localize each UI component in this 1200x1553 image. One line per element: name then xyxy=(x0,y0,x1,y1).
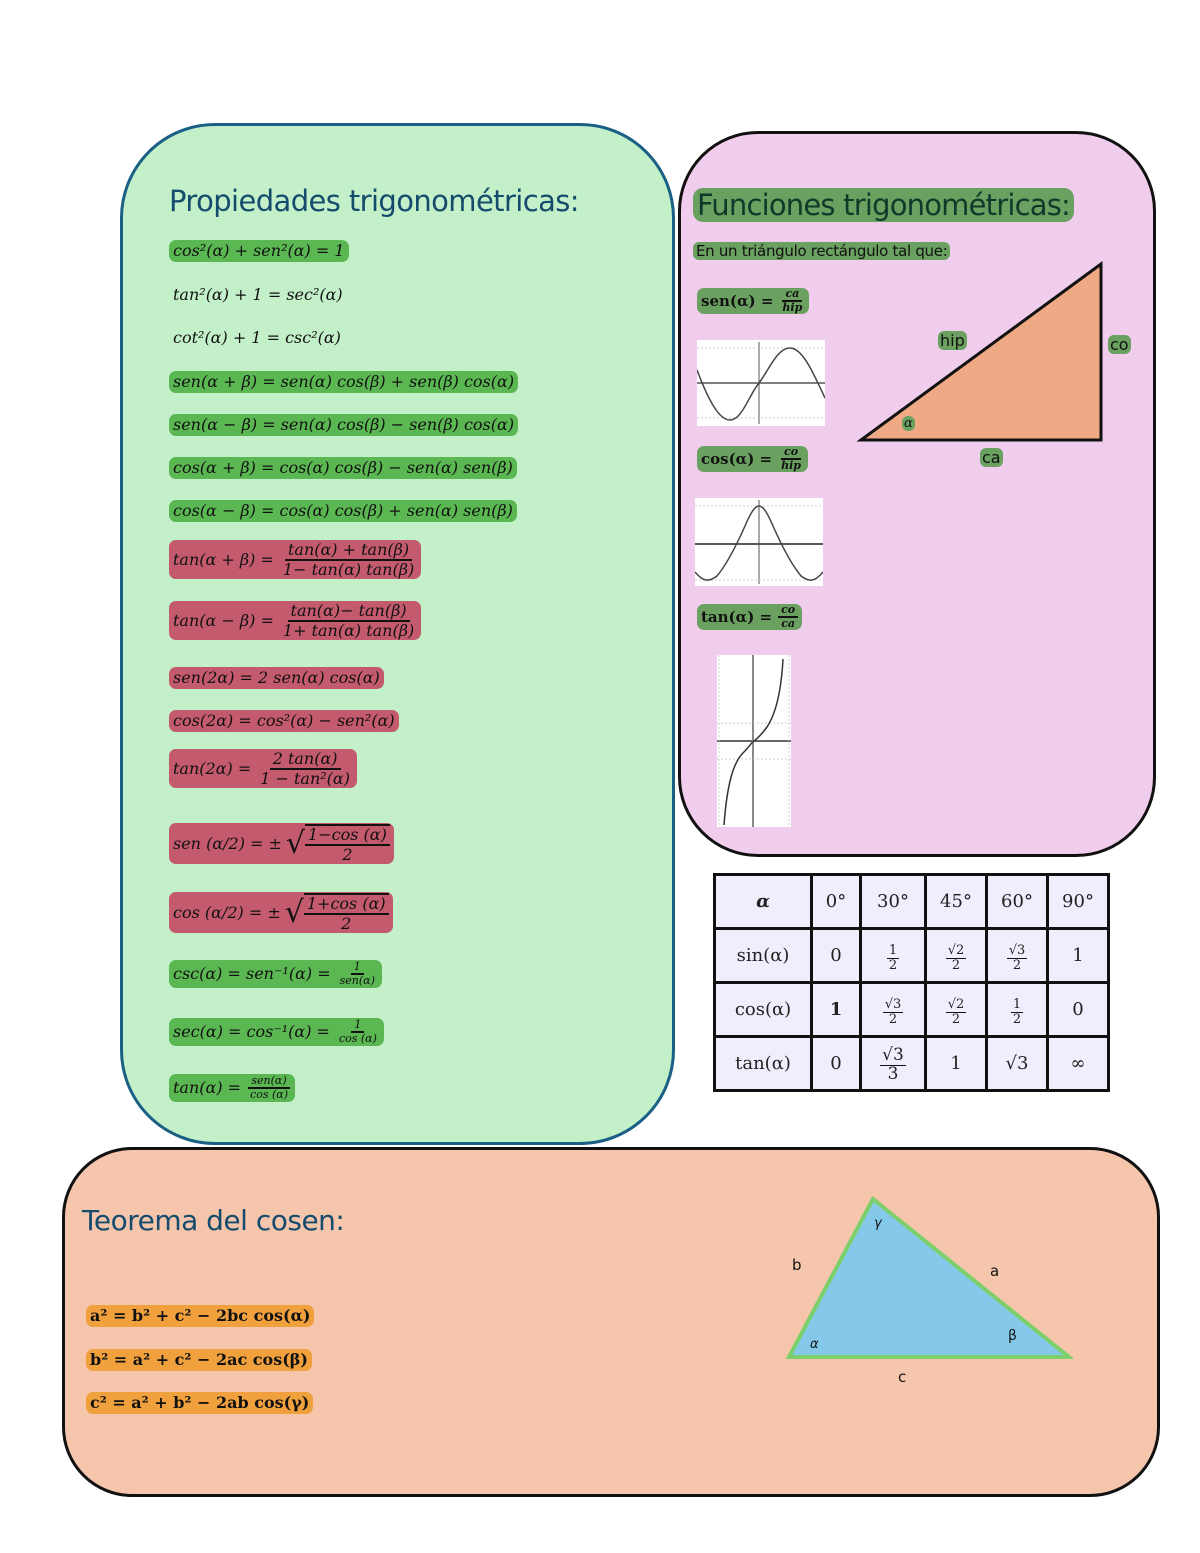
adj-label: ca xyxy=(980,448,1003,467)
cosine-graph-icon xyxy=(695,498,823,586)
properties-panel: Propiedades trigonométricas: cos²(α) + s… xyxy=(120,123,675,1145)
identity-cos-half: cos (α/2) = ± √1+cos (α)2 xyxy=(169,892,393,934)
tangent-graph-icon xyxy=(717,655,791,827)
cosine-law-panel: Teorema del cosen: a² = b² + c² − 2bc co… xyxy=(62,1147,1160,1497)
functions-intro: En un triángulo rectángulo tal que: xyxy=(693,242,951,260)
hyp-label: hip xyxy=(938,331,967,350)
identity-tan-sum: tan(α + β) = tan(α) + tan(β)1− tan(α) ta… xyxy=(169,540,422,580)
identity-cos-sum: cos(α + β) = cos(α) cos(β) − sen(α) sen(… xyxy=(169,457,517,479)
identity-tan-double: tan(2α) = 2 tan(α)1 − tan²(α) xyxy=(169,749,357,789)
functions-panel: Funciones trigonométricas: En un triángu… xyxy=(678,131,1156,857)
angle-alpha-label: α xyxy=(810,1337,819,1352)
right-triangle-diagram xyxy=(856,261,1103,442)
side-c-label: c xyxy=(898,1368,907,1386)
identity-cos-diff: cos(α − β) = cos(α) cos(β) + sen(α) sen(… xyxy=(169,500,517,522)
opp-label: co xyxy=(1108,335,1131,354)
side-a-label: a xyxy=(990,1262,1000,1280)
table-header-row: α 0° 30° 45° 60° 90° xyxy=(713,873,1110,930)
cosine-law-c: c² = a² + b² − 2ab cos(γ) xyxy=(86,1392,314,1414)
identity-sen-half: sen (α/2) = ± √1−cos (α)2 xyxy=(169,823,394,865)
functions-title: Funciones trigonométricas: xyxy=(693,188,1075,222)
sine-graph-icon xyxy=(697,340,825,426)
identity-tan-sec: tan²(α) + 1 = sec²(α) xyxy=(173,285,343,304)
cosine-law-title: Teorema del cosen: xyxy=(82,1204,345,1237)
cosine-law-b: b² = a² + c² − 2ac cos(β) xyxy=(86,1349,312,1371)
identity-pythagorean: cos²(α) + sen²(α) = 1 xyxy=(169,240,349,262)
angle-beta-label: β xyxy=(1008,1328,1017,1344)
angle-alpha-label: α xyxy=(902,416,915,431)
properties-title: Propiedades trigonométricas: xyxy=(169,184,580,218)
identity-tan-ratio: tan(α) = sen(α)cos (α) xyxy=(169,1074,295,1103)
cosine-law-a: a² = b² + c² − 2bc cos(α) xyxy=(86,1305,315,1327)
identity-sen-sum: sen(α + β) = sen(α) cos(β) + sen(β) cos(… xyxy=(169,371,519,393)
identity-tan-diff: tan(α − β) = tan(α)− tan(β)1+ tan(α) tan… xyxy=(169,601,422,641)
identity-cos-double: cos(2α) = cos²(α) − sen²(α) xyxy=(169,710,399,732)
side-b-label: b xyxy=(792,1256,802,1274)
angle-gamma-label: γ xyxy=(874,1216,882,1231)
identity-sen-double: sen(2α) = 2 sen(α) cos(α) xyxy=(169,667,384,689)
identity-sen-diff: sen(α − β) = sen(α) cos(β) − sen(β) cos(… xyxy=(169,414,519,436)
oblique-triangle-diagram xyxy=(785,1195,1073,1359)
identity-cot-csc: cot²(α) + 1 = csc²(α) xyxy=(173,328,341,347)
